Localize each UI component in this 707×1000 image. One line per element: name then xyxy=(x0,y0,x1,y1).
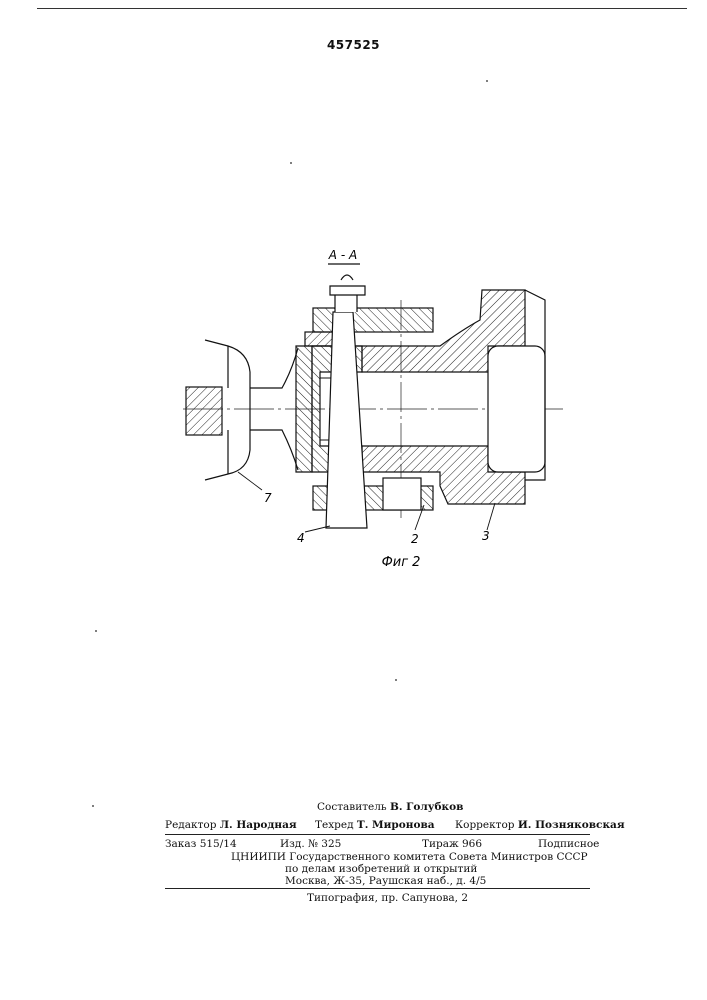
editor-label: Редактор xyxy=(165,819,216,831)
compiler-label: Составитель xyxy=(317,801,387,813)
editor-name: Л. Народная xyxy=(220,819,297,831)
figure-caption: Фиг 2 xyxy=(382,555,421,570)
compiler-line: Составитель В. Голубков xyxy=(317,800,463,814)
part-7-block xyxy=(186,387,222,435)
scan-speck xyxy=(290,162,292,164)
flange xyxy=(296,346,312,472)
callout-4: 4 xyxy=(297,531,305,545)
corrector-name: И. Позняковская xyxy=(518,819,625,831)
circulation: Тираж 966 xyxy=(422,837,482,851)
callout-7: 7 xyxy=(264,491,272,505)
scan-speck xyxy=(395,679,397,681)
scan-speck xyxy=(486,80,488,82)
subscription: Подписное xyxy=(538,837,599,851)
section-label: А - А xyxy=(328,248,357,262)
corrector-label: Корректор xyxy=(455,819,515,831)
techred-line: Техред Т. Миронова xyxy=(315,818,435,832)
address: Москва, Ж-35, Раушская наб., д. 4/5 xyxy=(285,874,486,888)
edition-number: Изд. № 325 xyxy=(280,837,341,851)
order-number: Заказ 515/14 xyxy=(165,837,237,851)
callout-3: 3 xyxy=(482,529,490,543)
techred-label: Техред xyxy=(315,819,354,831)
scan-speck xyxy=(92,805,94,807)
footer-divider xyxy=(165,834,590,835)
scan-speck xyxy=(95,630,97,632)
compiler-name: В. Голубков xyxy=(390,801,463,813)
techred-name: Т. Миронова xyxy=(357,819,435,831)
footer-divider-bottom xyxy=(165,888,590,889)
editor-line: Редактор Л. Народная xyxy=(165,818,297,832)
corrector-line: Корректор И. Позняковская xyxy=(455,818,625,832)
callout-2: 2 xyxy=(411,532,419,546)
printer: Типография, пр. Сапунова, 2 xyxy=(307,891,468,905)
